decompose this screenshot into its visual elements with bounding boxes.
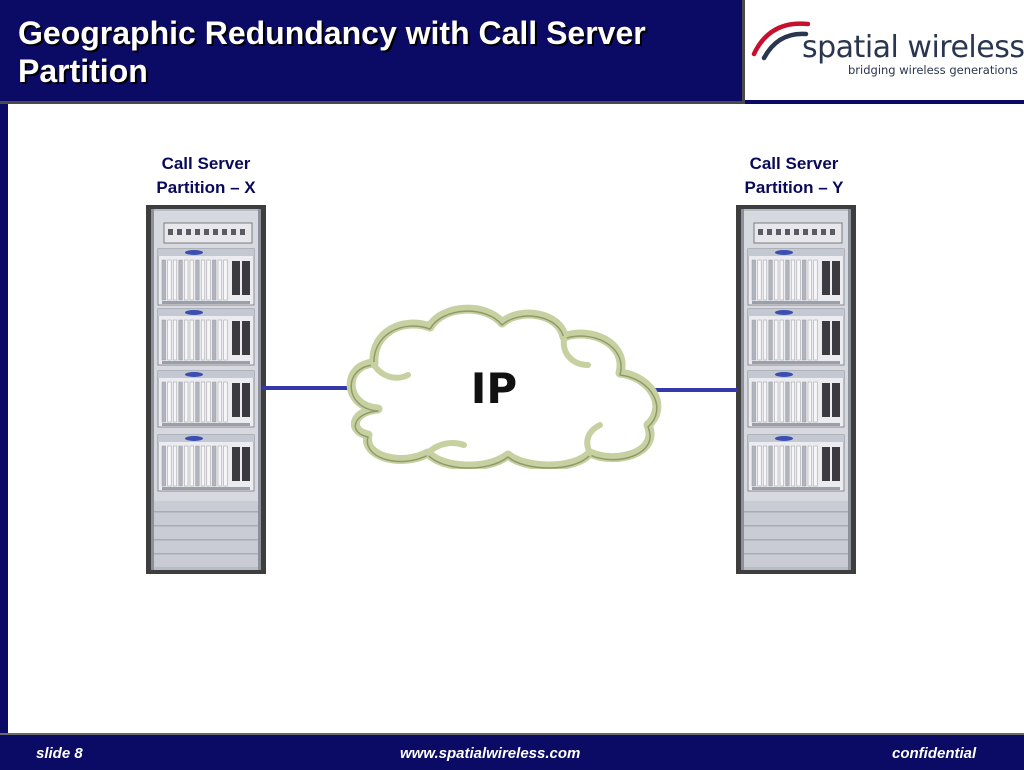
title-underline-rule — [745, 100, 1024, 104]
server-label-x: Call Server Partition – X — [116, 152, 296, 200]
slide-number: slide 8 — [36, 745, 83, 762]
logo-swoosh-icon — [751, 21, 810, 61]
server-x-label-line-2: Partition – X — [156, 178, 256, 197]
confidential-label: confidential — [892, 745, 977, 762]
logo-tagline: bridging wireless generations — [848, 63, 1018, 77]
logo-name: spatial wireless — [802, 30, 1024, 65]
server-x-label-line-1: Call Server — [161, 154, 251, 173]
footer-bar: slide 8 www.spatialwireless.com confiden… — [0, 733, 1024, 770]
left-accent-bar — [0, 0, 8, 768]
server-y-label-line-2: Partition – Y — [744, 178, 844, 197]
slide-title: Geographic Redundancy with Call Server P… — [18, 14, 728, 90]
ip-label: IP — [471, 364, 517, 413]
link-line-x-to-ip — [262, 386, 370, 390]
server-rack-x — [146, 205, 266, 574]
cloud-shape — [346, 304, 662, 469]
server-rack-y — [736, 205, 856, 574]
company-logo: spatial wireless bridging wireless gener… — [750, 10, 1024, 85]
slide-title-line-2: Partition — [18, 53, 148, 89]
footer-url: www.spatialwireless.com — [400, 745, 581, 762]
server-label-y: Call Server Partition – Y — [704, 152, 884, 200]
link-line-ip-to-y — [636, 388, 738, 392]
ip-network-cloud: IP — [346, 304, 662, 469]
title-bar: Geographic Redundancy with Call Server P… — [0, 0, 745, 104]
server-y-label-line-1: Call Server — [749, 154, 839, 173]
slide-title-line-1: Geographic Redundancy with Call Server — [18, 15, 646, 51]
